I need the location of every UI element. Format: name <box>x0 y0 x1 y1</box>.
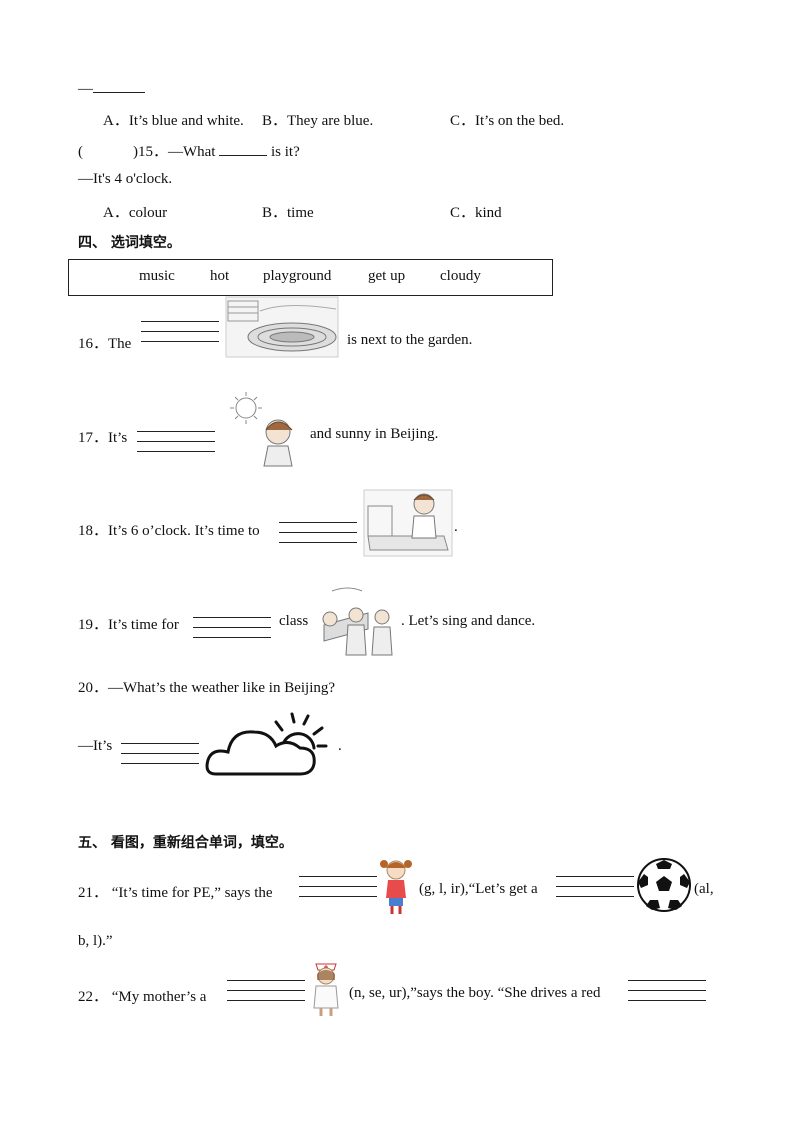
word-bank-item: cloudy <box>440 268 481 284</box>
q14-option-a: A．It’s blue and white. <box>103 113 244 129</box>
q14-option-c: C．It’s on the bed. <box>450 113 565 129</box>
q18-prefix: 18．It’s 6 o’clock. It’s time to <box>78 523 260 539</box>
q14-answer-line: — <box>78 78 145 98</box>
q21-continuation: b, l).” <box>78 933 113 949</box>
football-icon <box>637 858 691 912</box>
q20-answer-blank[interactable] <box>121 743 199 774</box>
q16-prefix: 16．The <box>78 336 132 352</box>
playground-picture <box>225 296 339 358</box>
q14-option-b: B．They are blue. <box>262 113 374 129</box>
q18-suffix: . <box>454 519 458 535</box>
q16-answer-blank[interactable] <box>141 321 219 352</box>
q16-suffix: is next to the garden. <box>347 332 473 348</box>
word-bank-item: hot <box>210 268 230 284</box>
q19-prefix: 19．It’s time for <box>78 617 179 633</box>
q22-prefix: 22． “My mother’s a <box>78 989 207 1005</box>
q20-suffix: . <box>338 738 342 754</box>
q22-middle: (n, se, ur),”says the boy. “She drives a… <box>349 985 601 1001</box>
q17-prefix: 17．It’s <box>78 430 128 446</box>
q21-letters-2: (al, <box>694 881 714 897</box>
section-4-title: 四、 选词填空。 <box>78 235 181 251</box>
word-bank-item: music <box>139 268 175 284</box>
q21-answer-blank-2[interactable] <box>556 876 634 907</box>
q21-prefix: 21． “It’s time for PE,” says the <box>78 885 273 901</box>
q20-question: 20．—What’s the weather like in Beijing? <box>78 680 336 696</box>
q15-answer: —It's 4 o'clock. <box>78 171 173 187</box>
q18-answer-blank[interactable] <box>279 522 357 553</box>
q22-answer-blank-1[interactable] <box>227 980 305 1011</box>
q21-answer-blank-1[interactable] <box>299 876 377 907</box>
q15-option-b: B．time <box>262 205 314 221</box>
music-class-picture <box>322 587 393 656</box>
q19-suffix: . Let’s sing and dance. <box>401 613 536 629</box>
q20-prefix: —It’s <box>78 738 113 754</box>
word-bank-box: music hot playground get up cloudy <box>68 259 553 296</box>
nurse-picture <box>313 963 339 1016</box>
word-bank-item: playground <box>263 268 332 284</box>
q15-question: ()15．—What is it? <box>78 140 300 161</box>
q15-option-a: A．colour <box>103 205 168 221</box>
sun-girl-picture <box>230 392 293 467</box>
q17-suffix: and sunny in Beijing. <box>310 426 439 442</box>
section-5-title: 五、 看图，重新组合单词，填空。 <box>78 835 293 851</box>
q19-middle: class <box>279 613 309 629</box>
cloud-sun-icon <box>205 712 328 776</box>
q15-option-c: C．kind <box>450 205 502 221</box>
word-bank-item: get up <box>368 268 406 284</box>
q19-answer-blank[interactable] <box>193 617 271 648</box>
girl-picture <box>380 860 412 914</box>
boy-bed-picture <box>363 489 453 557</box>
q17-answer-blank[interactable] <box>137 431 215 462</box>
q15-blank[interactable] <box>219 141 268 156</box>
q21-letters-1: (g, l, ir),“Let’s get a <box>419 881 538 897</box>
q22-answer-blank-2[interactable] <box>628 980 706 1011</box>
